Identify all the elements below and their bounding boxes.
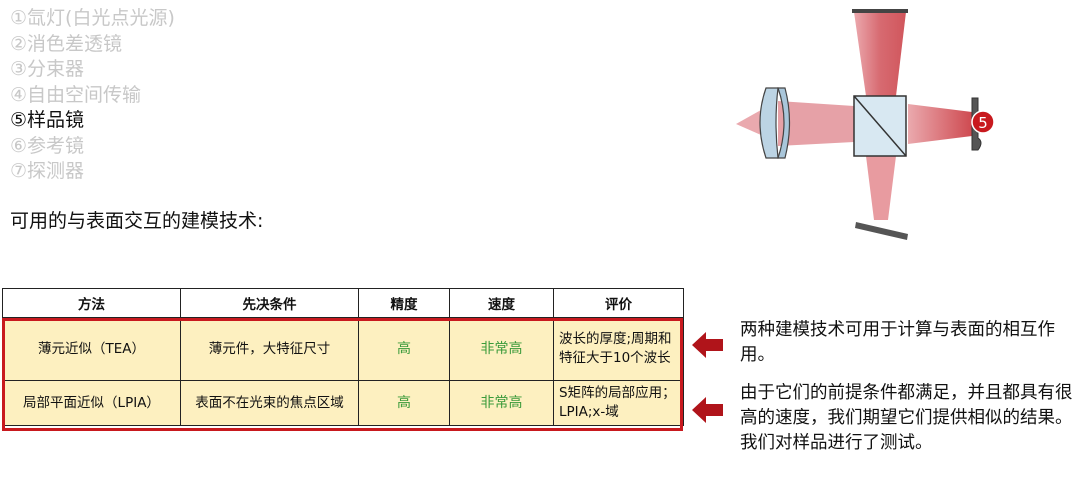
section-heading: 可用的与表面交互的建模技术: — [10, 210, 264, 232]
step-item-sample-mirror: ⑤样品镜 — [10, 109, 85, 131]
header-speed: 速度 — [449, 288, 554, 318]
step-list: ①氙灯(白光点光源) ②消色差透镜 ③分束器 ④自由空间传输 ⑤样品镜 ⑥参考镜… — [10, 6, 175, 185]
header-prerequisite: 先决条件 — [180, 288, 359, 318]
cell-method: 局部平面近似（LPIA） — [2, 380, 181, 426]
cell-prerequisite: 薄元件，大特征尺寸 — [180, 317, 359, 381]
left-arrow-icon — [692, 397, 723, 423]
header-method: 方法 — [2, 288, 181, 318]
step-item-beam-splitter: ③分束器 — [10, 58, 85, 80]
left-arrow-icon — [692, 332, 723, 358]
sample-beam — [908, 104, 972, 144]
cell-comment: S矩阵的局部应用；LPIA;x-域 — [553, 380, 684, 426]
reference-beam — [854, 12, 906, 96]
achromatic-lens — [759, 87, 779, 159]
cell-speed: 非常高 — [449, 317, 554, 381]
sample-marker-badge: 5 — [971, 110, 995, 134]
step-item-detector: ⑦探测器 — [10, 160, 85, 182]
input-beam — [778, 101, 854, 146]
cell-accuracy: 高 — [358, 317, 450, 381]
header-accuracy: 精度 — [358, 288, 450, 318]
cell-comment: 波长的厚度;周期和特征大于10个波长 — [553, 317, 684, 381]
beam-splitter-diagonal — [853, 95, 907, 157]
reference-mirror — [852, 9, 908, 13]
cell-prerequisite: 表面不在光束的焦点区域 — [180, 380, 359, 426]
cell-method: 薄元近似（TEA） — [2, 317, 181, 381]
cell-accuracy: 高 — [358, 380, 450, 426]
detector-beam — [866, 156, 896, 220]
achromatic-lens-second-element — [777, 87, 791, 159]
note-text-2: 由于它们的前提条件都满足，并且都具有很高的速度，我们期望它们提供相似的结果。我们… — [740, 383, 1073, 453]
header-comment: 评价 — [553, 288, 684, 318]
step-item-reference-mirror: ⑥参考镜 — [10, 134, 85, 157]
step-item-achromatic-lens: ②消色差透镜 — [10, 32, 123, 55]
sample-marker-label: 5 — [978, 114, 988, 132]
step-item-xenon-lamp: ①氙灯(白光点光源) — [10, 7, 175, 29]
step-item-free-space: ④自由空间传输 — [10, 83, 142, 106]
cell-speed: 非常高 — [449, 380, 554, 426]
optical-setup-diagram: 5 — [736, 9, 995, 240]
modeling-techniques-table: 方法 先决条件 精度 速度 评价 薄元近似（TEA） 薄元件，大特征尺寸 高 非… — [2, 288, 684, 426]
note-text-1: 两种建模技术可用于计算与表面的相互作用。 — [740, 320, 1055, 365]
detector — [855, 222, 908, 240]
table-header-row: 方法 先决条件 精度 速度 评价 — [2, 288, 684, 318]
table-row: 局部平面近似（LPIA） 表面不在光束的焦点区域 高 非常高 S矩阵的局部应用；… — [2, 380, 684, 426]
table-row: 薄元近似（TEA） 薄元件，大特征尺寸 高 非常高 波长的厚度;周期和特征大于1… — [2, 317, 684, 381]
